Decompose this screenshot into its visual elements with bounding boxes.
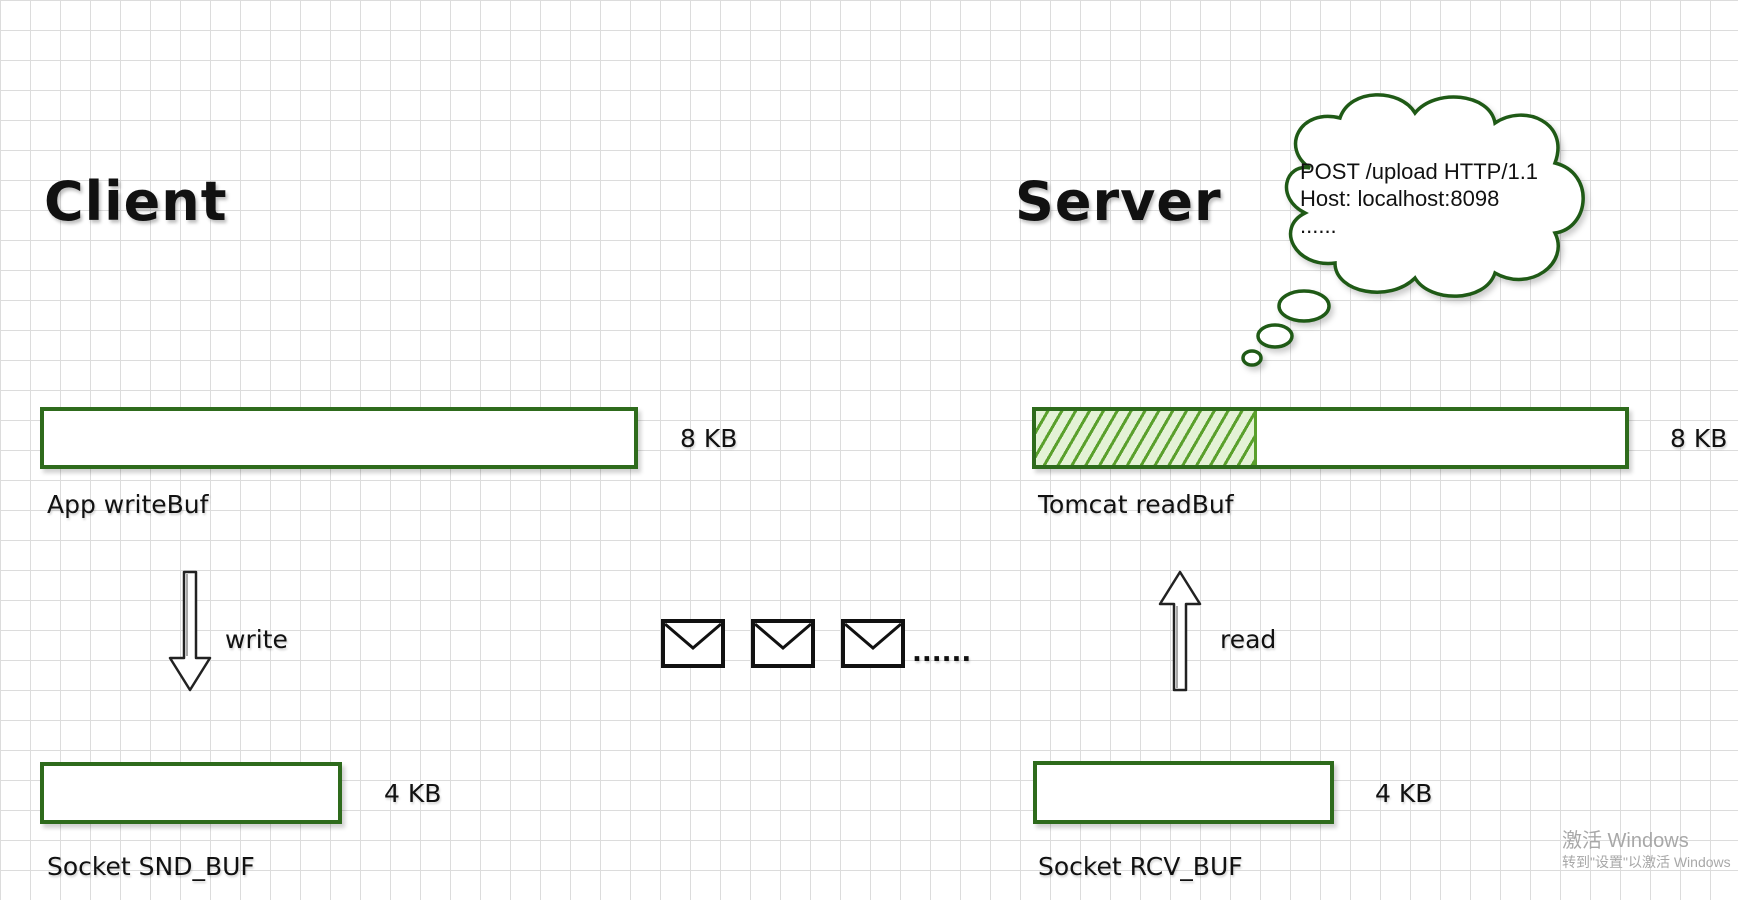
write-arrow-down-icon xyxy=(168,570,212,692)
cloud-line-host: Host: localhost:8098 xyxy=(1300,186,1500,211)
client-socket-sndbuf xyxy=(40,762,342,824)
server-socket-rcvbuf xyxy=(1033,761,1334,824)
server-tomcat-readbuf xyxy=(1032,407,1629,469)
packet-envelope-icon xyxy=(751,619,815,668)
server-tomcat-readbuf-size: 8 KB xyxy=(1670,424,1728,453)
client-socket-sndbuf-label: Socket SND_BUF xyxy=(47,852,255,881)
read-label: read xyxy=(1220,625,1277,654)
client-socket-sndbuf-size: 4 KB xyxy=(384,779,442,808)
http-request-thought-cloud-icon xyxy=(1241,93,1585,367)
client-app-writebuf xyxy=(40,407,638,469)
windows-activation-watermark: 激活 Windows xyxy=(1562,830,1689,852)
server-tomcat-readbuf-fill xyxy=(1036,411,1257,465)
packets-ellipsis: ...... xyxy=(912,638,972,668)
windows-activation-watermark-hint: 转到"设置"以激活 Windows xyxy=(1562,854,1731,870)
server-socket-rcvbuf-size: 4 KB xyxy=(1375,779,1433,808)
server-title: Server xyxy=(1015,170,1222,233)
packet-envelope-icon xyxy=(841,619,905,668)
cloud-line-request: POST /upload HTTP/1.1 xyxy=(1300,159,1539,184)
cloud-line-ellipsis: ...... xyxy=(1300,213,1337,238)
client-app-writebuf-label: App writeBuf xyxy=(47,490,209,519)
server-socket-rcvbuf-label: Socket RCV_BUF xyxy=(1038,852,1243,881)
client-app-writebuf-size: 8 KB xyxy=(680,424,738,453)
client-title: Client xyxy=(44,170,228,233)
read-arrow-up-icon xyxy=(1158,570,1202,692)
packet-envelope-icon xyxy=(661,619,725,668)
server-tomcat-readbuf-label: Tomcat readBuf xyxy=(1038,490,1234,519)
write-label: write xyxy=(225,625,288,654)
